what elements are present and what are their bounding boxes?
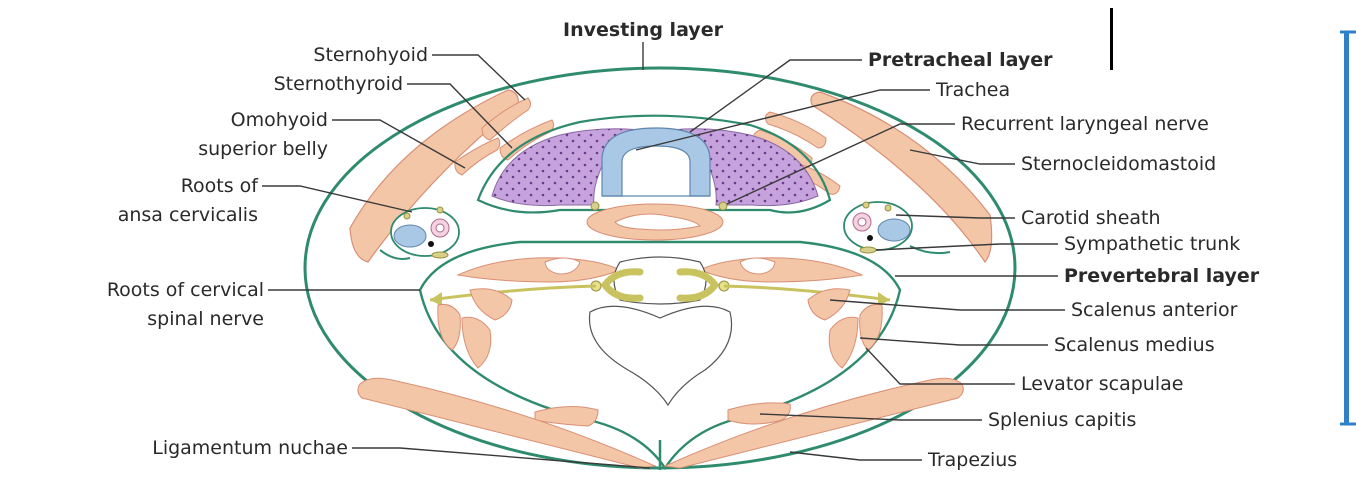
- text-cursor-bar: [1110, 8, 1113, 70]
- label-trapezius: Trapezius: [927, 449, 1017, 471]
- label-scalenus-anterior: Scalenus anterior: [1071, 299, 1238, 321]
- label-recurrent-laryngeal: Recurrent laryngeal nerve: [961, 113, 1209, 135]
- label-ligamentum-nuchae: Ligamentum nuchae: [152, 437, 348, 459]
- label-levator-scapulae: Levator scapulae: [1021, 373, 1183, 395]
- label-ansa-line1: Roots of: [181, 175, 260, 197]
- label-carotid-sheath: Carotid sheath: [1021, 207, 1161, 229]
- label-splenius-capitis: Splenius capitis: [988, 409, 1136, 431]
- label-omohyoid-line2: superior belly: [198, 138, 328, 160]
- label-sternothyroid: Sternothyroid: [274, 73, 403, 95]
- recurrent-laryngeal-nerve-right: [719, 202, 727, 210]
- label-ansa-line2: ansa cervicalis: [118, 204, 258, 226]
- leader-trapezius: [790, 452, 922, 460]
- label-sternohyoid: Sternohyoid: [313, 44, 428, 66]
- label-prevertebral-layer: Prevertebral layer: [1064, 265, 1260, 287]
- label-investing-layer: Investing layer: [563, 19, 724, 41]
- label-omohyoid-line1: Omohyoid: [231, 109, 328, 131]
- label-sympathetic-trunk: Sympathetic trunk: [1064, 233, 1240, 255]
- label-cervical-line2: spinal nerve: [147, 308, 264, 330]
- label-cervical-line1: Roots of cervical: [107, 279, 264, 301]
- frame-accent-bar: [1344, 32, 1349, 424]
- label-pretracheal-layer: Pretracheal layer: [868, 49, 1053, 71]
- label-scalenus-medius: Scalenus medius: [1054, 334, 1215, 356]
- label-trachea: Trachea: [935, 79, 1010, 101]
- recurrent-laryngeal-nerve-left: [591, 202, 599, 210]
- label-sternocleidomastoid: Sternocleidomastoid: [1021, 153, 1216, 175]
